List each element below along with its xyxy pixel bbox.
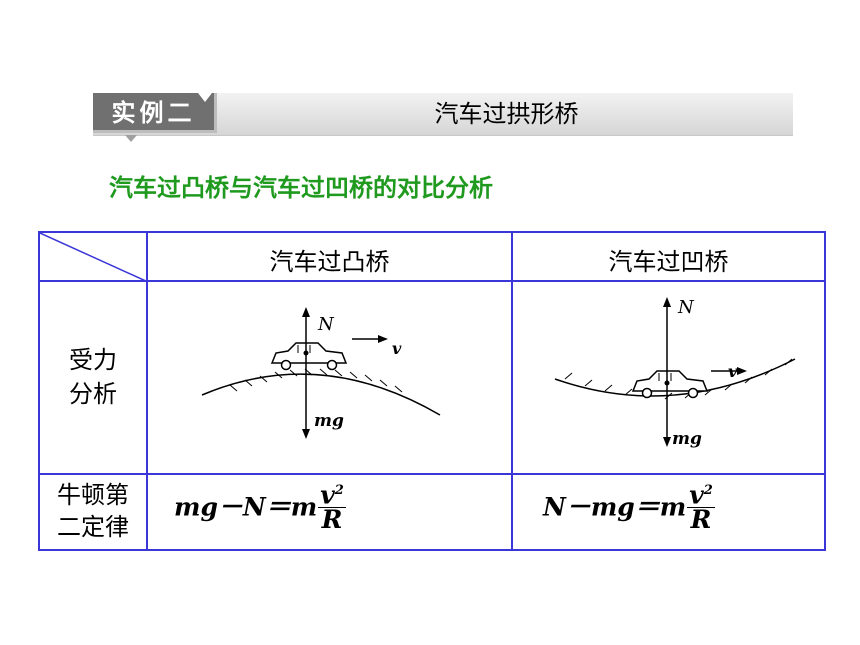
column-header-concave: 汽车过凹桥 (608, 248, 729, 276)
badge-tail-decoration (125, 135, 137, 142)
row-label-line: 牛顿第 (57, 481, 129, 509)
example-badge: 实例二 (93, 93, 217, 133)
fraction-numerator: v (320, 480, 335, 510)
row-label-line: 二定律 (57, 513, 129, 541)
formula-lhs: mg－N＝m (174, 492, 318, 522)
convex-road-hatching (229, 368, 403, 393)
concave-car-icon (631, 370, 709, 399)
fraction-exponent: 2 (334, 483, 344, 498)
convex-bridge-diagram (201, 307, 441, 439)
convex-label-n: N (318, 314, 334, 335)
row-label-line: 受力 (69, 346, 117, 374)
formula-lhs: N－mg＝m (543, 492, 687, 522)
convex-label-mg: mg (314, 411, 344, 431)
convex-label-v: v (392, 339, 402, 358)
concave-label-v: v (728, 362, 738, 381)
page-title: 汽车过拱形桥 (434, 100, 579, 128)
fraction-denominator: R (321, 505, 343, 535)
table-row-divider-2 (40, 473, 824, 475)
table-col-divider-2 (511, 233, 513, 549)
concave-label-mg: mg (672, 429, 702, 449)
corner-diagonal (40, 233, 148, 282)
convex-road-surface (201, 373, 441, 416)
fraction-numerator: v (689, 480, 704, 510)
row-label-line: 分析 (69, 380, 117, 408)
concave-label-n: N (678, 297, 694, 318)
table-row-divider-1 (40, 280, 824, 282)
concave-bridge-diagram (554, 297, 796, 447)
fraction-denominator: R (690, 505, 712, 535)
section-subtitle: 汽车过凸桥与汽车过凹桥的对比分析 (109, 174, 493, 202)
row-label-force-analysis: 受力 分析 (40, 343, 146, 411)
concave-road-surface (554, 358, 796, 397)
table-col-divider-1 (146, 233, 148, 549)
badge-notch-decoration (198, 93, 212, 102)
convex-car-icon (270, 342, 348, 371)
fraction-exponent: 2 (703, 483, 713, 498)
comparison-table: 汽车过凸桥 汽车过凹桥 受力 分析 牛顿第 二定律 (38, 231, 826, 551)
row-label-newton-law: 牛顿第 二定律 (40, 479, 146, 543)
column-header-convex: 汽车过凸桥 (269, 248, 390, 276)
